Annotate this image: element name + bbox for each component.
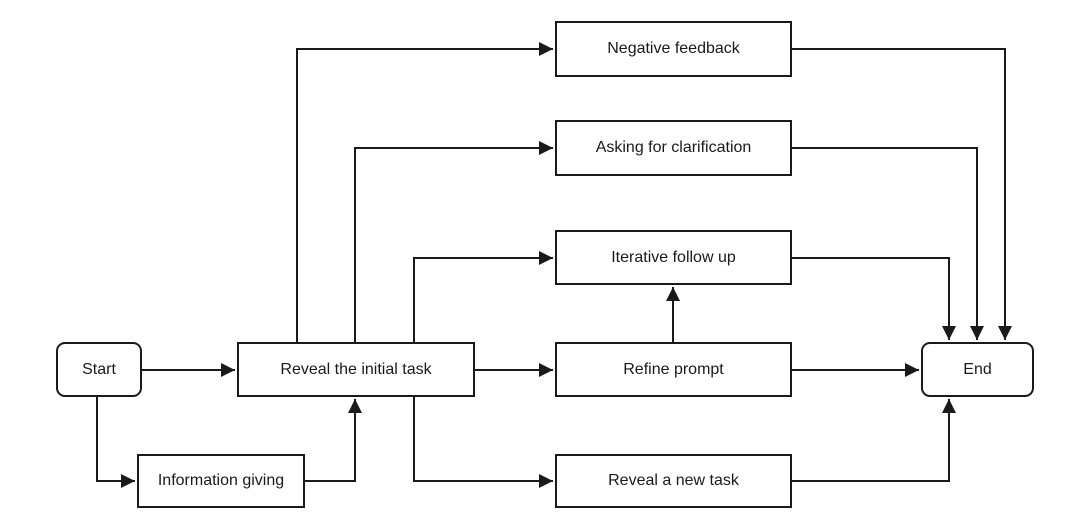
node-information-giving-label: Information giving	[157, 472, 285, 489]
edge-reveal-to-asking-for-clarification	[354, 141, 553, 342]
node-asking-for-clarification: Asking for clarification	[555, 120, 792, 176]
edge-reveal-to-iterative-follow-up	[413, 251, 553, 342]
edge-information-giving-to-reveal-initial-task	[305, 399, 362, 482]
node-reveal-initial-task: Reveal the initial task	[237, 342, 475, 397]
node-start: Start	[56, 342, 142, 397]
edge-asking-for-clarification-to-end	[792, 147, 984, 340]
node-reveal-new-task: Reveal a new task	[555, 454, 792, 508]
edge-reveal-to-reveal-new-task	[413, 397, 553, 488]
node-iterative-follow-up-label: Iterative follow up	[611, 248, 736, 266]
node-end-label: End	[963, 360, 992, 378]
edge-negative-feedback-to-end	[792, 48, 1012, 340]
node-negative-feedback: Negative feedback	[555, 21, 792, 77]
edge-reveal-new-task-to-end	[792, 399, 956, 482]
node-reveal-initial-task-label: Reveal the initial task	[280, 360, 432, 378]
node-asking-for-clarification-label: Asking for clarification	[595, 139, 752, 156]
node-negative-feedback-label: Negative feedback	[607, 40, 740, 57]
node-refine-prompt: Refine prompt	[555, 342, 792, 397]
edge-reveal-to-negative-feedback	[296, 42, 553, 342]
edge-iterative-follow-up-to-end	[792, 257, 956, 340]
node-reveal-new-task-label: Reveal a new task	[608, 472, 739, 489]
node-start-label: Start	[82, 360, 116, 378]
node-iterative-follow-up: Iterative follow up	[555, 230, 792, 285]
edge-start-to-information-giving	[96, 397, 135, 488]
node-end: End	[921, 342, 1034, 397]
node-refine-prompt-label: Refine prompt	[623, 360, 724, 378]
node-information-giving: Information giving	[137, 454, 305, 508]
